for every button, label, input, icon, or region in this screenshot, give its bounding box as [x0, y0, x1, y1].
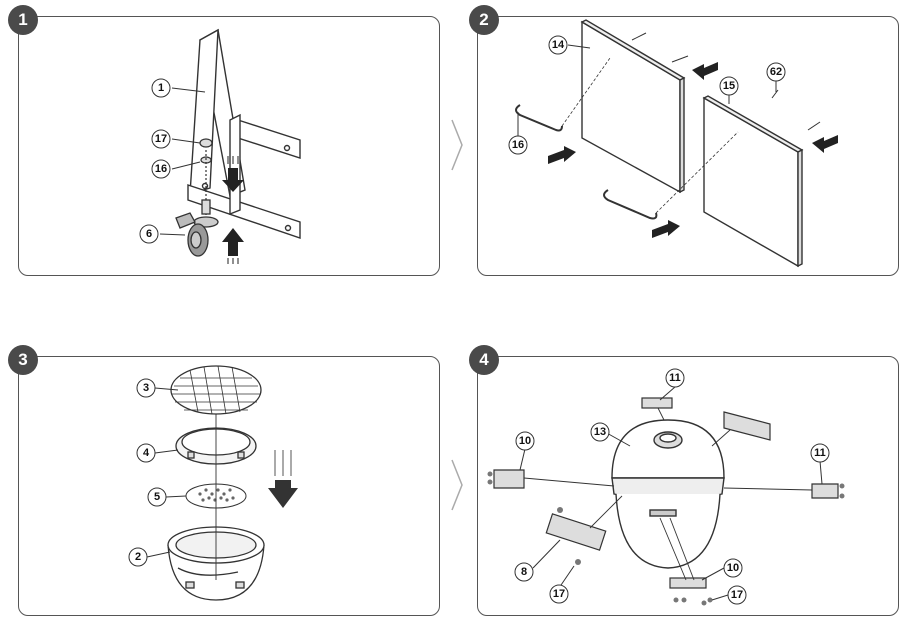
step-1-badge: 1	[8, 5, 38, 35]
screw	[631, 32, 821, 131]
step-4-badge: 4	[469, 345, 499, 375]
callouts-step-4	[514, 368, 830, 605]
callout-label: 15	[723, 80, 735, 92]
callout-label: 11	[669, 372, 681, 384]
callout-label: 17	[553, 588, 565, 600]
handle	[515, 57, 739, 220]
callout-label: 3	[143, 382, 149, 394]
callout-label: 14	[552, 39, 565, 51]
bracket	[493, 397, 839, 589]
arrow-left-icon	[692, 62, 838, 153]
callouts-step-3	[128, 378, 187, 567]
callout-label: 6	[146, 228, 152, 240]
callout-label: 1	[158, 82, 164, 94]
kamado-body	[611, 419, 725, 569]
caster-wheel	[175, 199, 219, 257]
step-3-badge: 3	[8, 345, 38, 375]
side-panel-right	[702, 95, 804, 268]
leg-frame	[187, 28, 301, 239]
callout-label: 16	[155, 163, 167, 175]
callout-label: 2	[135, 551, 141, 563]
connector-lines	[523, 407, 813, 581]
callout-label: 17	[731, 589, 743, 601]
chevron-right-icon	[451, 459, 463, 511]
callout-label: 11	[814, 447, 826, 459]
callouts-step-2	[508, 35, 786, 155]
grill-grate	[170, 365, 262, 415]
callouts-step-1	[139, 78, 206, 244]
side-panel-left	[580, 19, 686, 194]
arrow-down-icon	[222, 156, 244, 192]
bolt	[487, 471, 845, 606]
callout-label: 8	[521, 566, 527, 578]
callout-label: 62	[770, 66, 782, 78]
callout-label: 13	[594, 426, 606, 438]
nut-washer	[199, 138, 213, 215]
callout-label: 10	[727, 562, 739, 574]
chevron-right-icon	[451, 119, 463, 171]
callout-label: 4	[143, 447, 150, 459]
callout-label: 10	[519, 435, 531, 447]
callout-label: 17	[155, 133, 167, 145]
callout-label: 5	[154, 491, 160, 503]
step-2-badge: 2	[469, 5, 499, 35]
callout-label: 16	[512, 139, 524, 151]
arrow-down-icon	[268, 450, 298, 508]
arrow-right-icon	[548, 146, 680, 238]
arrow-up-icon	[222, 228, 244, 264]
